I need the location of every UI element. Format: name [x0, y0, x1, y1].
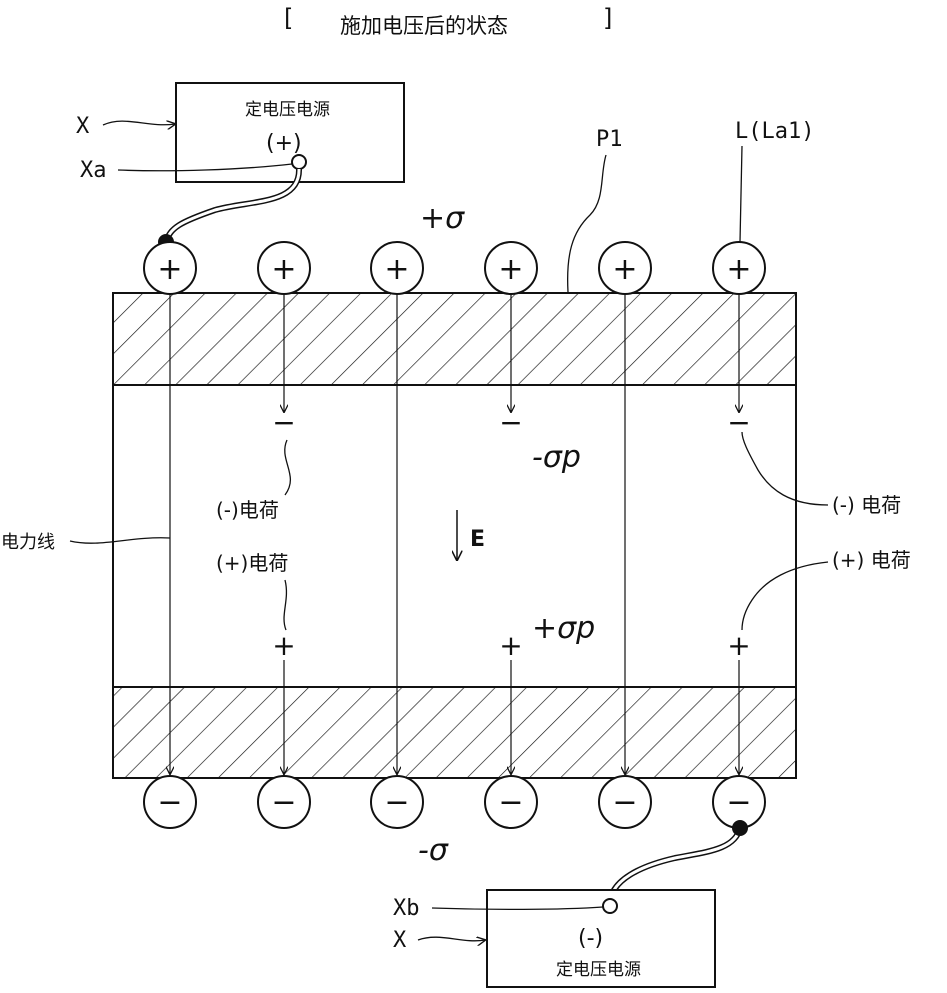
polarisation-negative-charge: −: [499, 406, 522, 439]
top-charge-circle: +: [257, 241, 311, 295]
bottom-wire-contact-dot: [732, 820, 748, 836]
bottom-electrode: [112, 686, 797, 779]
bottom-charges: −−−−−−: [143, 775, 766, 829]
polarisation-negative-charge: −: [727, 406, 750, 439]
label-neg-charge-center: (-)电荷: [216, 498, 279, 522]
top-charge-symbol: +: [726, 252, 751, 287]
label-minus-sigma: -σ: [418, 833, 449, 868]
top-charge-circle: +: [370, 241, 424, 295]
top-source-terminal: (+): [266, 131, 302, 156]
label-x-top: X: [76, 114, 90, 139]
top-charge-circle: +: [143, 241, 197, 295]
bottom-power-source: (-) 定电压电源: [486, 889, 716, 988]
polarisation-positive-charge: +: [727, 629, 750, 662]
top-charge-symbol: +: [384, 252, 409, 287]
top-charge-circle: +: [598, 241, 652, 295]
field-lines: [170, 294, 739, 774]
bottom-charge-circle: −: [484, 775, 538, 829]
bottom-source-terminal: (-): [578, 926, 603, 951]
label-e: E: [470, 527, 485, 552]
bottom-charge-circle: −: [370, 775, 424, 829]
dielectric-layer: [112, 384, 797, 688]
bottom-source-label: 定电压电源: [556, 960, 641, 980]
label-minus-sigma-p: -σp: [532, 440, 581, 475]
top-source-label: 定电压电源: [245, 100, 330, 120]
label-pos-charge-center: (+)电荷: [216, 551, 288, 575]
bottom-terminal-xb: [602, 898, 618, 914]
top-charge-circle: +: [484, 241, 538, 295]
title-bracket-left: [: [284, 4, 293, 32]
top-charges: + + + + + +: [143, 241, 766, 295]
bottom-charge-symbol: −: [726, 785, 751, 820]
top-terminal-xa: [291, 154, 307, 170]
label-pos-charge-right: (+) 电荷: [832, 548, 911, 572]
top-charge-symbol: +: [612, 252, 637, 287]
label-plus-sigma: +σ: [420, 201, 465, 236]
polarisation-positive-charge: +: [499, 629, 522, 662]
polarisation-charges: − − − + + +: [272, 406, 750, 662]
label-field-line: 电力线: [1, 532, 55, 553]
polarisation-negative-charge: −: [272, 406, 295, 439]
top-power-source: 定电压电源 (+): [175, 82, 405, 183]
label-p1: P1: [596, 127, 623, 152]
diagram-title: 施加电压后的状态: [340, 14, 508, 38]
bottom-charge-circle: −: [257, 775, 311, 829]
top-charge-symbol: +: [498, 252, 523, 287]
label-plus-sigma-p: +σp: [532, 611, 595, 646]
label-neg-charge-right: (-) 电荷: [832, 493, 901, 517]
label-x-bottom: X: [393, 928, 407, 953]
bottom-charge-circle: −: [598, 775, 652, 829]
title-bracket-right: ]: [603, 4, 612, 32]
top-charge-symbol: +: [271, 252, 296, 287]
bottom-charge-symbol: −: [612, 785, 637, 820]
bottom-charge-symbol: −: [271, 785, 296, 820]
bottom-charge-circle: −: [143, 775, 197, 829]
top-charge-symbol: +: [157, 252, 182, 287]
bottom-charge-symbol: −: [384, 785, 409, 820]
bottom-charge-circle: −: [712, 775, 766, 829]
label-l-la1: L(La1): [735, 119, 814, 144]
top-electrode: [112, 292, 797, 386]
label-xb: Xb: [393, 896, 420, 921]
bottom-charge-symbol: −: [157, 785, 182, 820]
label-xa: Xa: [80, 158, 107, 183]
top-charge-circle: +: [712, 241, 766, 295]
bottom-charge-symbol: −: [498, 785, 523, 820]
polarisation-positive-charge: +: [272, 629, 295, 662]
